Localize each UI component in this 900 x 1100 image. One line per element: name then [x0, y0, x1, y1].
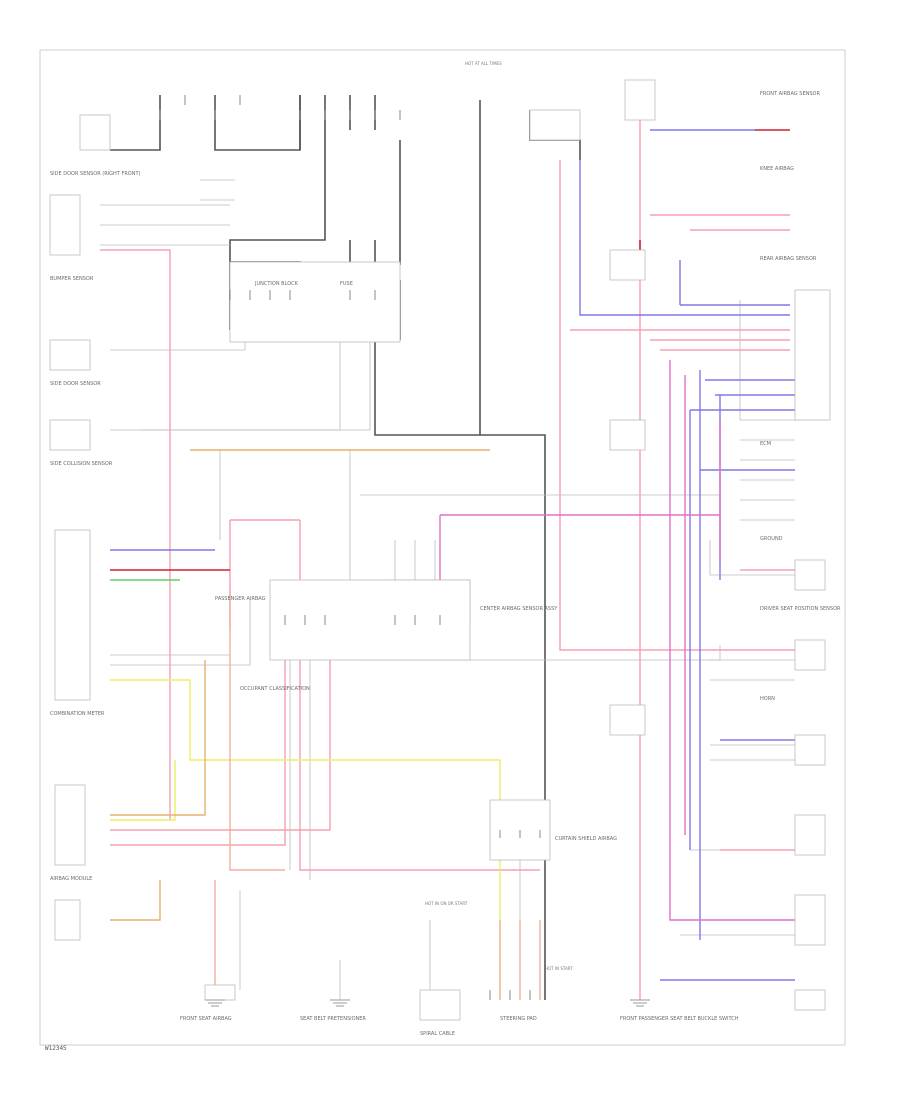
pink-wires: [100, 120, 795, 1000]
box-center-junction: [229, 261, 401, 343]
label-front-airbag-sensor: FRONT AIRBAG SENSOR: [760, 91, 820, 97]
label-driver-seat: DRIVER SEAT POSITION SENSOR: [760, 606, 841, 612]
box-bottom-left-1: [204, 984, 236, 1001]
label-steering-pad: STEERING PAD: [500, 1016, 537, 1022]
salmon-wires: [214, 590, 541, 1000]
label-combination-meter: COMBINATION METER: [50, 711, 105, 717]
diagram-border: [39, 49, 846, 1046]
label-horn: HORN: [760, 696, 775, 702]
box-left-sensor-2: [49, 339, 91, 371]
red-wires: [110, 129, 790, 571]
box-spiral-cable: [54, 784, 86, 866]
blue-wires: [110, 129, 795, 981]
label-center-airbag-sensor: CENTER AIRBAG SENSOR ASSY: [480, 606, 558, 612]
power-notes: HOT AT ALL TIMES HOT IN ON OR START HOT …: [425, 61, 573, 971]
note-hot-in-start: HOT IN START: [545, 966, 573, 971]
box-right-connector-4: [794, 894, 826, 946]
box-left-sensor-3: [49, 419, 91, 451]
yellow-wires: [110, 679, 501, 1000]
ground-symbols: [205, 999, 650, 1007]
box-center-module: [269, 579, 471, 661]
label-pretensioner: SEAT BELT PRETENSIONER: [300, 1016, 366, 1022]
box-right-connector-7: [794, 639, 826, 671]
label-ecm: ECM: [760, 441, 771, 447]
box-right-connector-8: [794, 989, 826, 1011]
box-right-connector-6: [794, 559, 826, 591]
note-hot-at-all-times: HOT AT ALL TIMES: [465, 61, 502, 66]
label-front-seat-airbag: FRONT SEAT AIRBAG: [180, 1016, 232, 1022]
note-hot-in-on: HOT IN ON OR START: [425, 901, 468, 906]
label-front-pass-seat: FRONT PASSENGER SEAT BELT BUCKLE SWITCH: [620, 1016, 739, 1022]
box-middle-right-3: [609, 704, 646, 736]
box-middle-right-1: [609, 249, 646, 281]
box-bottom-center: [419, 989, 461, 1021]
box-left-door-sensor-1: [49, 194, 81, 256]
box-right-connector-1: [624, 79, 656, 121]
label-side-door-sensor: SIDE DOOR SENSOR: [50, 381, 101, 387]
label-pass-airbag: PASSENGER AIRBAG: [215, 596, 266, 602]
label-spiral-cable: SPIRAL CABLE: [420, 1031, 455, 1037]
box-middle-right-2: [609, 419, 646, 451]
box-top-left-conn: [79, 114, 111, 151]
label-occupant: OCCUPANT CLASSIFICATION: [240, 686, 310, 692]
label-fuse: FUSE: [340, 281, 353, 287]
label-junction-block: JUNCTION BLOCK: [254, 281, 299, 287]
label-airbag-module: AIRBAG MODULE: [50, 876, 92, 882]
label-side-collision: SIDE COLLISION SENSOR: [50, 461, 113, 467]
orange-wires: [110, 449, 490, 921]
corner-code: W12345: [45, 1045, 67, 1052]
box-right-connector-2: [794, 289, 831, 421]
box-top-middle: [529, 109, 581, 141]
label-curtain-shield: CURTAIN SHIELD AIRBAG: [555, 836, 617, 842]
grey-wires: [110, 95, 581, 1000]
box-right-connector-3: [794, 734, 826, 766]
label-door-sensor-rf: SIDE DOOR SENSOR (RIGHT FRONT): [50, 171, 141, 177]
label-bumper-sensor: BUMPER SENSOR: [50, 276, 94, 282]
label-rear-sensor: REAR AIRBAG SENSOR: [760, 256, 817, 262]
box-airbag-lower-left: [54, 899, 81, 941]
connector-pins: [159, 95, 541, 1000]
label-knee-airbag: KNEE AIRBAG: [760, 166, 794, 172]
label-ground: GROUND: [760, 536, 783, 542]
box-right-connector-5: [794, 814, 826, 856]
box-combination-meter: [54, 529, 91, 701]
component-labels: SIDE DOOR SENSOR (RIGHT FRONT) BUMPER SE…: [50, 91, 841, 1037]
